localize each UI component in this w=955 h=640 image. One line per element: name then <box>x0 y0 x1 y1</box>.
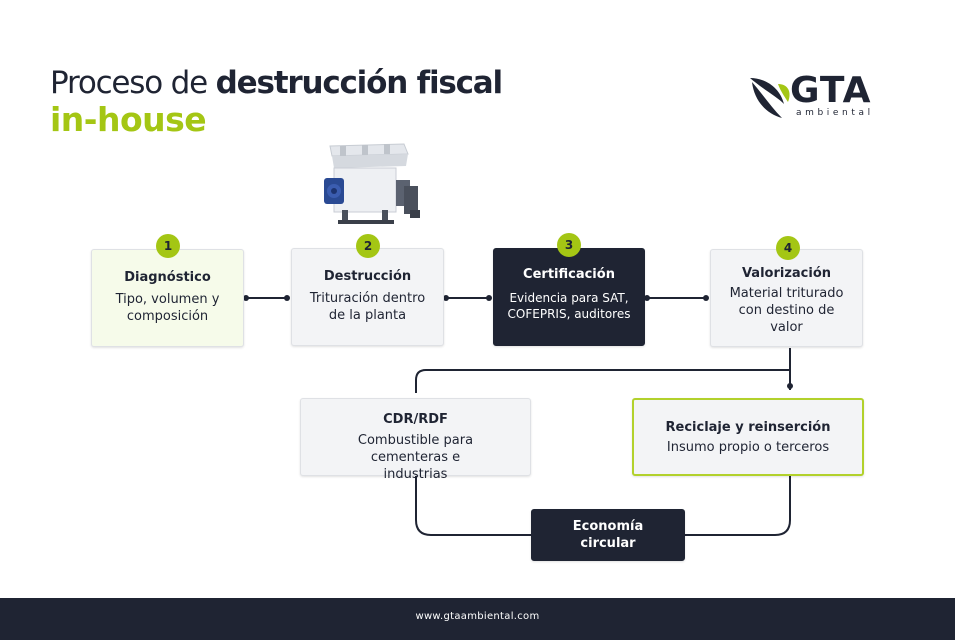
step-desc: Evidencia para SAT, COFEPRIS, auditores <box>507 291 631 321</box>
step-desc: Trituración dentro de la planta <box>309 291 426 323</box>
step-desc: Material triturado con destino de valor <box>729 286 844 335</box>
output-reciclaje: Reciclaje y reinserción Insumo propio o … <box>632 398 864 476</box>
logo-name: GTA <box>790 70 872 111</box>
step-badge: 3 <box>557 233 581 257</box>
output-title: Reciclaje y reinserción <box>665 420 831 435</box>
page-subtitle: in-house <box>50 100 207 139</box>
gta-logo: GTA ambiental <box>748 70 888 126</box>
gta-logo-icon <box>750 78 790 118</box>
output-desc: Combustible para cementeras e industrias <box>357 433 474 482</box>
logo-subtext: ambiental <box>796 108 874 118</box>
page-title: Proceso de destrucción fiscal <box>50 64 503 102</box>
step-1-diagnostico: Diagnóstico Tipo, volumen y composición <box>91 249 244 347</box>
footer-url[interactable]: www.gtaambiental.com <box>415 611 540 622</box>
step-title: Diagnóstico <box>124 270 211 285</box>
step-2-destruccion: Destrucción Trituración dentro de la pla… <box>291 248 444 346</box>
circular-label: Economía circular <box>572 519 644 551</box>
output-desc: Insumo propio o terceros <box>666 440 830 455</box>
step-title: Certificación <box>523 267 615 282</box>
step-badge: 1 <box>156 234 180 258</box>
shredder-machine-image <box>324 143 420 224</box>
step-title: Destrucción <box>323 269 412 284</box>
economia-circular-box: Economía circular <box>531 509 685 561</box>
step-badge: 4 <box>776 236 800 260</box>
output-cdr-rdf: CDR/RDF Combustible para cementeras e in… <box>300 398 531 482</box>
step-4-valorizacion: Valorización Material triturado con dest… <box>710 249 863 347</box>
step-3-certificacion: Certificación Evidencia para SAT, COFEPR… <box>493 248 645 346</box>
step-badge: 2 <box>356 234 380 258</box>
footer: www.gtaambiental.com <box>0 598 955 640</box>
step-title: Valorización <box>741 266 832 281</box>
step-desc: Tipo, volumen y composición <box>115 292 220 324</box>
output-title: CDR/RDF <box>383 412 448 427</box>
title-bold: destrucción fiscal <box>215 65 503 101</box>
title-regular: Proceso de <box>50 65 216 101</box>
